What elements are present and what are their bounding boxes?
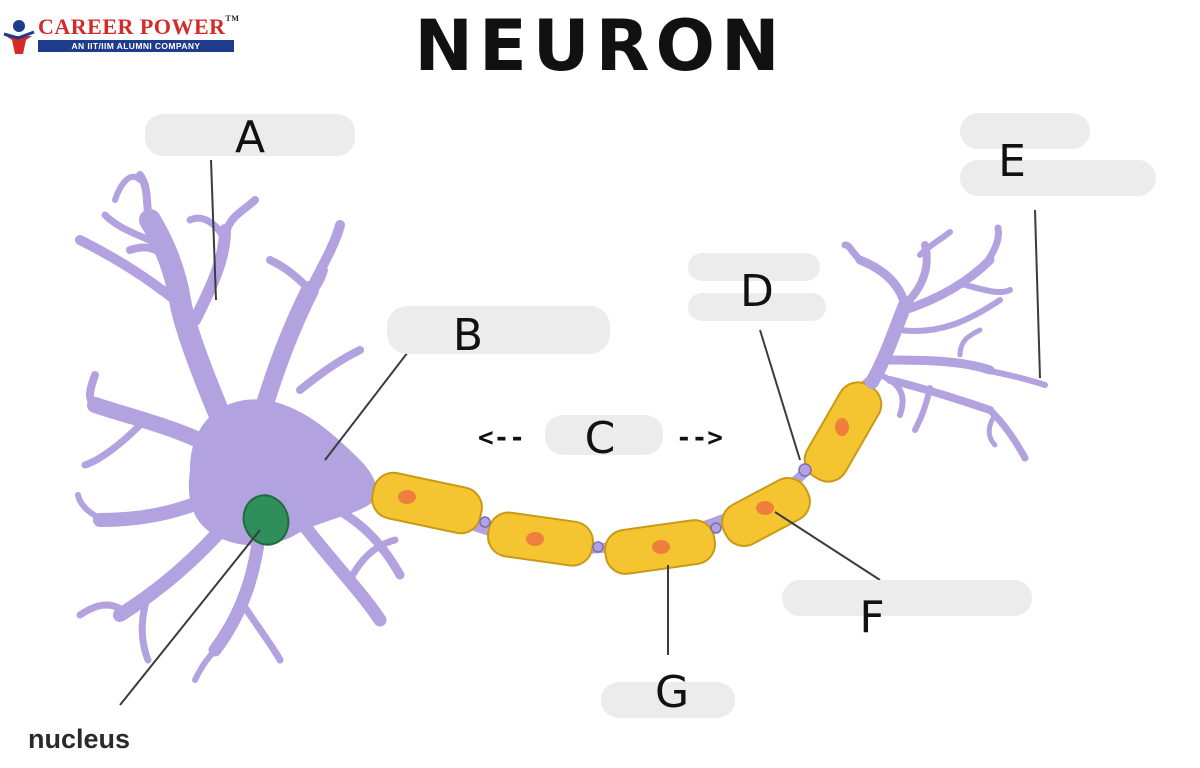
dendrites <box>75 171 405 683</box>
myelin-sheath <box>371 381 883 575</box>
label-c-arrow-right: --> <box>676 423 723 453</box>
pointer-line-a <box>210 159 217 301</box>
career-power-logo: CAREER POWERTM AN IIT/IIM ALUMNI COMPANY <box>0 14 250 58</box>
pointer-line-d <box>759 329 801 461</box>
brand-trademark: TM <box>225 14 240 23</box>
blank-box-e-bottom <box>960 160 1156 196</box>
schwann-nucleus <box>756 501 774 515</box>
node-of-ranvier <box>479 516 491 528</box>
label-g: G <box>655 667 689 718</box>
label-f: F <box>859 592 884 643</box>
pointer-lines <box>119 159 1041 706</box>
neuron-cell <box>75 171 1048 683</box>
brand-name-text: CAREER POWER <box>38 14 226 39</box>
nucleus-shape <box>242 494 290 546</box>
blank-box-a <box>145 114 355 156</box>
label-d: D <box>740 266 774 317</box>
pointer-line-nucleus <box>119 529 261 706</box>
page-title: NEURON <box>414 5 786 87</box>
blank-box-e-top <box>960 113 1090 149</box>
node-of-ranvier <box>592 541 604 553</box>
myelin-segment <box>371 471 483 535</box>
logo-figure-icon <box>3 20 35 54</box>
schwann-nucleus <box>398 490 416 504</box>
label-c-arrow-left: <-- <box>478 423 525 453</box>
label-nucleus: nucleus <box>28 724 130 754</box>
blank-box-f <box>782 580 1032 616</box>
label-c: C <box>585 413 616 464</box>
letter-labels: A B C <-- --> D E F G nucleus <box>28 112 1026 754</box>
blank-box-d-top <box>688 253 820 281</box>
node-of-ranvier <box>710 522 722 534</box>
axon-hillock <box>340 465 378 515</box>
pointer-line-e <box>1034 209 1041 379</box>
blank-box-g <box>601 682 735 718</box>
schwann-nuclei <box>398 418 849 554</box>
nodes-of-ranvier <box>479 463 812 553</box>
schwann-nucleus <box>526 532 544 546</box>
schwann-nucleus <box>835 418 849 436</box>
pointer-line-f <box>774 511 881 581</box>
blank-box-b <box>387 306 610 354</box>
pointer-line-b <box>324 351 409 461</box>
label-a: A <box>235 112 265 163</box>
node-of-ranvier <box>798 463 812 477</box>
brand-tagline: AN IIT/IIM ALUMNI COMPANY <box>38 40 234 52</box>
cell-body <box>188 399 377 546</box>
schwann-nucleus <box>652 540 670 554</box>
blank-box-d-bottom <box>688 293 826 321</box>
label-e: E <box>998 136 1026 187</box>
brand-name: CAREER POWERTM <box>38 14 239 40</box>
blank-box-c <box>545 415 663 455</box>
axon-terminals <box>841 224 1048 462</box>
answer-blanks <box>145 113 1156 718</box>
label-b: B <box>453 310 483 361</box>
